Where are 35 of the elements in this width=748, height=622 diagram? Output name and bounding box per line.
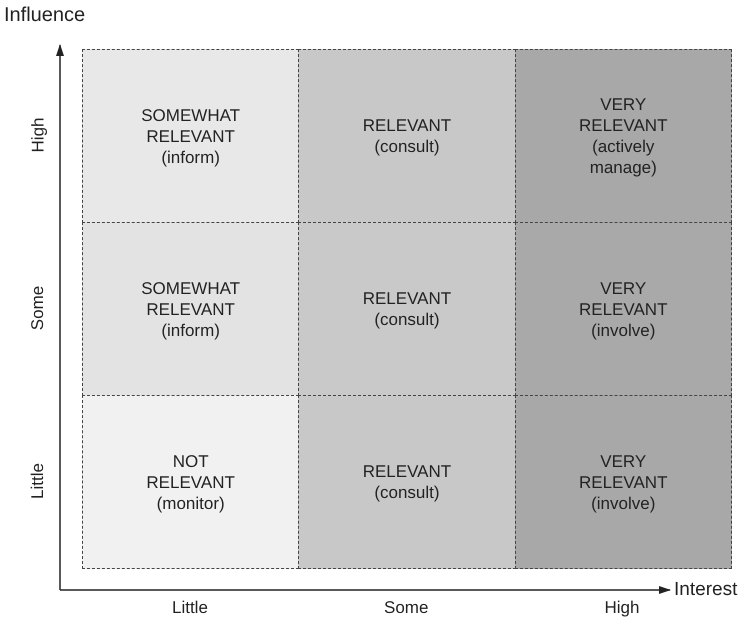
axis-tick-label: High: [28, 118, 48, 152]
category-label: SOMEWHAT RELEVANT: [140, 104, 242, 146]
axis-tick-label: Little: [172, 598, 208, 618]
category-label: VERY RELEVANT: [578, 278, 668, 320]
category-label: RELEVANT: [362, 461, 452, 482]
action-label: (involve): [591, 320, 656, 340]
matrix-cell: [514, 49, 732, 223]
action-label: (consult): [374, 309, 440, 330]
action-label: (consult): [374, 136, 440, 157]
action-label: (actively manage): [588, 136, 658, 178]
axis-tick-label: Little: [28, 463, 48, 499]
category-label: RELEVANT: [362, 115, 452, 136]
axis-title: Interest: [674, 579, 738, 601]
action-label: (monitor): [156, 492, 225, 514]
category-label: VERY RELEVANT: [578, 450, 668, 492]
category-label: NOT RELEVANT: [145, 450, 236, 492]
axis-tick-label: Some: [384, 598, 428, 618]
category-label: SOMEWHAT RELEVANT: [140, 278, 242, 320]
category-label: VERY RELEVANT: [578, 94, 668, 136]
matrix-cell: [298, 395, 516, 569]
matrix-cell: [298, 222, 516, 396]
category-label: RELEVANT: [362, 288, 452, 309]
matrix-cell: [82, 395, 300, 569]
matrix-cell: [514, 222, 732, 396]
matrix-cell: [298, 49, 516, 223]
axis-title: Influence: [4, 4, 86, 27]
action-label: (inform): [161, 320, 220, 340]
action-label: (inform): [161, 146, 220, 168]
matrix-cell: [82, 222, 300, 396]
matrix-cell: [82, 49, 300, 223]
axis-tick-label: High: [604, 598, 640, 618]
action-label: (involve): [591, 492, 656, 514]
action-label: (consult): [374, 482, 440, 503]
matrix-cell: [514, 395, 732, 569]
axis-tick-label: Some: [28, 286, 48, 330]
